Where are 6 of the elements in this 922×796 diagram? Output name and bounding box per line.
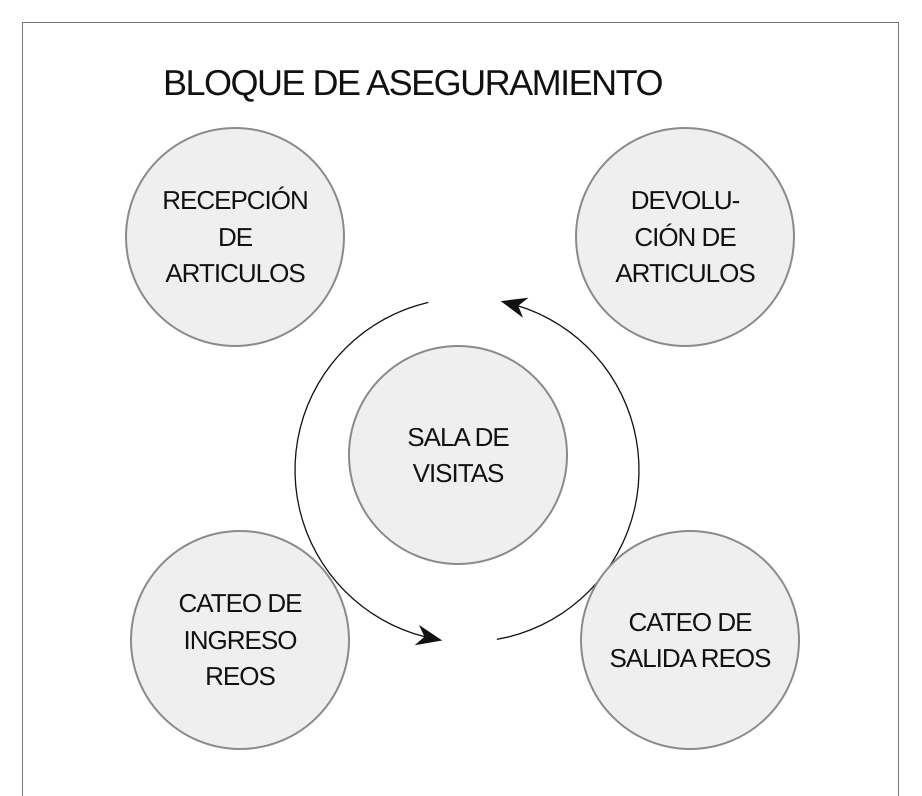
title: BLOQUE DE ASEGURAMIENTO <box>163 62 662 104</box>
node-label: RECEPCIÓN DE ARTICULOS <box>161 184 309 290</box>
node-label: DEVOLU- CIÓN DE ARTICULOS <box>614 184 756 290</box>
node-label: CATEO DE INGRESO REOS <box>178 587 302 694</box>
node-label: SALA DE VISITAS <box>406 420 510 490</box>
node-label: CATEO DE SALIDA REOS <box>608 606 772 675</box>
